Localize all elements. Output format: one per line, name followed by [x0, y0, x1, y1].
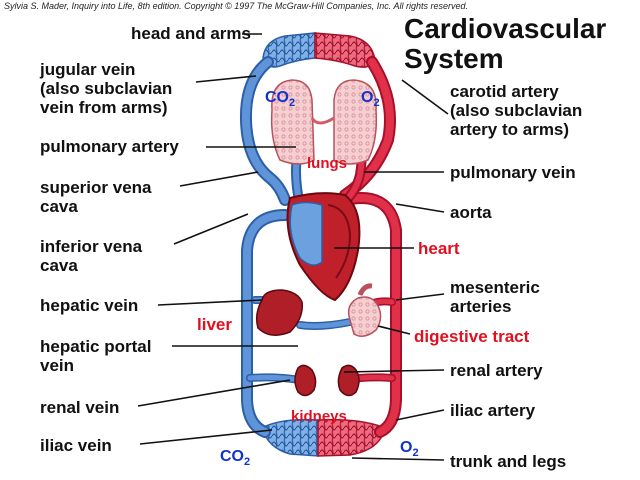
- label-trunk-and-legs: trunk and legs: [450, 452, 567, 471]
- label-superior-vena-cava: superior vena cava: [40, 178, 152, 216]
- label-renal-artery: renal artery: [450, 361, 543, 380]
- digestive-tract-organ: [347, 283, 382, 337]
- label-o2-lungs: O2: [361, 88, 380, 113]
- label-co2-legs: CO2: [220, 447, 250, 472]
- co2-base-legs: CO: [220, 448, 244, 465]
- label-digestive-tract: digestive tract: [414, 327, 530, 346]
- label-jugular-line-2: (also subclavian: [40, 79, 173, 98]
- label-carotid-artery: carotid artery (also subclavian artery t…: [450, 82, 582, 139]
- label-mesenteric-arteries: mesenteric arteries: [450, 278, 540, 316]
- heart-organ: [286, 192, 361, 302]
- label-kidneys: kidneys: [291, 408, 347, 425]
- label-heart: heart: [418, 239, 460, 258]
- label-aorta: aorta: [450, 203, 492, 222]
- label-hepatic-portal-line-1: hepatic portal: [40, 337, 152, 356]
- label-o2-legs: O2: [400, 438, 419, 463]
- label-head-and-arms: head and arms: [131, 24, 251, 43]
- co2-base: CO: [265, 89, 289, 106]
- leader-lines: [137, 33, 449, 461]
- o2-subscript-legs: 2: [412, 447, 419, 460]
- label-mesenteric-line-1: mesenteric: [450, 278, 540, 297]
- label-jugular-vein: jugular vein (also subclavian vein from …: [40, 60, 172, 117]
- lungs-organ: [270, 79, 378, 165]
- label-iliac-artery: iliac artery: [450, 401, 536, 420]
- label-co2-lungs: CO2: [265, 88, 295, 113]
- o2-base: O: [361, 89, 374, 106]
- liver-organ: [255, 289, 303, 336]
- label-hepatic-vein: hepatic vein: [40, 296, 139, 315]
- label-inferior-vena-cava: inferior vena cava: [40, 237, 142, 275]
- label-hepatic-portal-line-2: vein: [40, 356, 75, 375]
- copyright-notice: Sylvia S. Mader, Inquiry into Life, 8th …: [4, 1, 468, 11]
- label-carotid-line-2: (also subclavian: [450, 101, 583, 120]
- co2-subscript: 2: [289, 97, 296, 110]
- label-superior-line-1: superior vena: [40, 178, 152, 197]
- label-liver: liver: [197, 315, 232, 334]
- label-inferior-line-2: cava: [40, 256, 78, 275]
- co2-subscript-legs: 2: [244, 456, 251, 469]
- label-hepatic-portal-vein: hepatic portal vein: [40, 337, 151, 375]
- arterial-vessels: [335, 56, 402, 438]
- label-iliac-vein: iliac vein: [40, 436, 112, 455]
- label-jugular-line-3: vein from arms): [40, 98, 168, 117]
- label-carotid-line-1: carotid artery: [450, 82, 559, 101]
- title-line-1: Cardiovascular: [404, 13, 607, 44]
- label-superior-line-2: cava: [40, 197, 78, 216]
- o2-subscript: 2: [373, 97, 380, 110]
- diagram-title: Cardiovascular System: [404, 14, 606, 74]
- label-renal-vein: renal vein: [40, 398, 120, 417]
- label-pulmonary-artery: pulmonary artery: [40, 137, 179, 156]
- label-lungs: lungs: [307, 155, 347, 172]
- label-mesenteric-line-2: arteries: [450, 297, 512, 316]
- head-capillary-bed: [262, 32, 376, 68]
- label-jugular-line-1: jugular vein: [40, 60, 136, 79]
- kidneys-organ: [294, 364, 360, 397]
- label-inferior-line-1: inferior vena: [40, 237, 143, 256]
- label-carotid-line-3: artery to arms): [450, 120, 570, 139]
- o2-base-legs: O: [400, 439, 413, 456]
- title-line-2: System: [404, 43, 504, 74]
- label-pulmonary-vein: pulmonary vein: [450, 163, 576, 182]
